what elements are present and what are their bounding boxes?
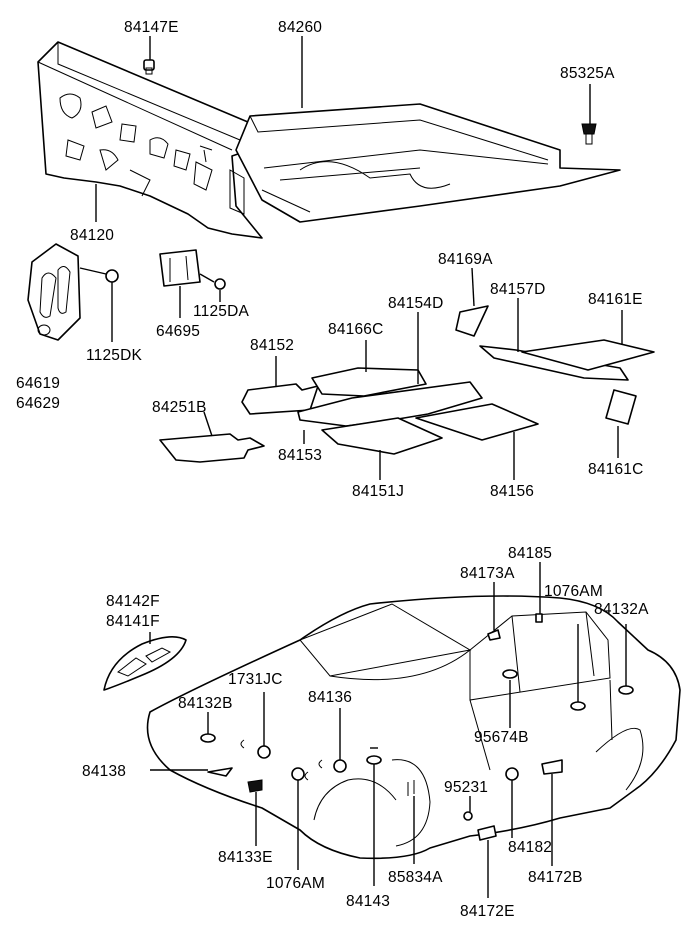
label-84136: 84136 <box>308 689 352 706</box>
label-84182: 84182 <box>508 839 552 856</box>
label-84251B: 84251B <box>152 399 207 416</box>
pad-84152 <box>241 356 319 415</box>
label-84172E: 84172E <box>460 903 515 920</box>
pad-84169A <box>455 267 489 337</box>
part-labels: 84147E 84260 85325A 84120 84169A 84157D … <box>16 19 649 920</box>
label-85325A: 85325A <box>560 65 615 82</box>
label-1125DA: 1125DA <box>193 303 250 320</box>
label-84143: 84143 <box>346 893 390 910</box>
label-84161E: 84161E <box>588 291 643 308</box>
pad-84161E <box>521 310 655 371</box>
pad-84156 <box>415 403 539 480</box>
bolt-1125DA <box>199 273 226 302</box>
leader-lines-top <box>95 36 591 222</box>
label-84133E: 84133E <box>218 849 273 866</box>
label-84153: 84153 <box>278 447 322 464</box>
label-84141F: 84141F <box>106 613 160 630</box>
floor-panel-84260 <box>235 103 621 223</box>
label-85834A: 85834A <box>388 869 443 886</box>
label-1076AM-top: 1076AM <box>544 583 603 600</box>
bracket-64695 <box>159 249 201 318</box>
label-84185: 84185 <box>508 545 552 562</box>
label-84157D: 84157D <box>490 281 546 298</box>
label-84172B: 84172B <box>528 869 583 886</box>
dash-panel-84120 <box>37 41 263 239</box>
label-64619: 64619 <box>16 375 60 392</box>
pad-84154D <box>297 312 483 427</box>
pad-84161C <box>605 389 637 458</box>
label-64629: 64629 <box>16 395 60 412</box>
label-84142F: 84142F <box>106 593 160 610</box>
label-84156: 84156 <box>490 483 534 500</box>
label-84173A: 84173A <box>460 565 515 582</box>
clip-85325A <box>581 123 597 145</box>
pad-84151J <box>321 417 443 480</box>
label-84120: 84120 <box>70 227 114 244</box>
label-84132B: 84132B <box>178 695 233 712</box>
label-1076AM-bottom: 1076AM <box>266 875 325 892</box>
label-1125DK: 1125DK <box>86 347 143 364</box>
label-84132A: 84132A <box>594 601 649 618</box>
plugs <box>150 562 634 898</box>
bolt-1125DK <box>79 267 119 342</box>
label-84169A: 84169A <box>438 251 493 268</box>
label-84147E: 84147E <box>124 19 179 36</box>
label-84151J: 84151J <box>352 483 404 500</box>
car-body <box>146 595 681 860</box>
label-95231: 95231 <box>444 779 488 796</box>
pad-84251B <box>159 411 265 463</box>
label-84166C: 84166C <box>328 321 384 338</box>
label-84154D: 84154D <box>388 295 444 312</box>
pad-84157D <box>479 298 629 381</box>
label-95674B: 95674B <box>474 729 529 746</box>
pad-84166C <box>311 340 427 397</box>
label-64695: 64695 <box>156 323 200 340</box>
label-84260: 84260 <box>278 19 322 36</box>
label-84138: 84138 <box>82 763 126 780</box>
label-84152: 84152 <box>250 337 294 354</box>
clip-84147E <box>143 59 155 75</box>
insulator-84142F <box>103 632 187 691</box>
bracket-64619 <box>27 243 81 341</box>
label-84161C: 84161C <box>588 461 644 478</box>
label-1731JC: 1731JC <box>228 671 283 688</box>
